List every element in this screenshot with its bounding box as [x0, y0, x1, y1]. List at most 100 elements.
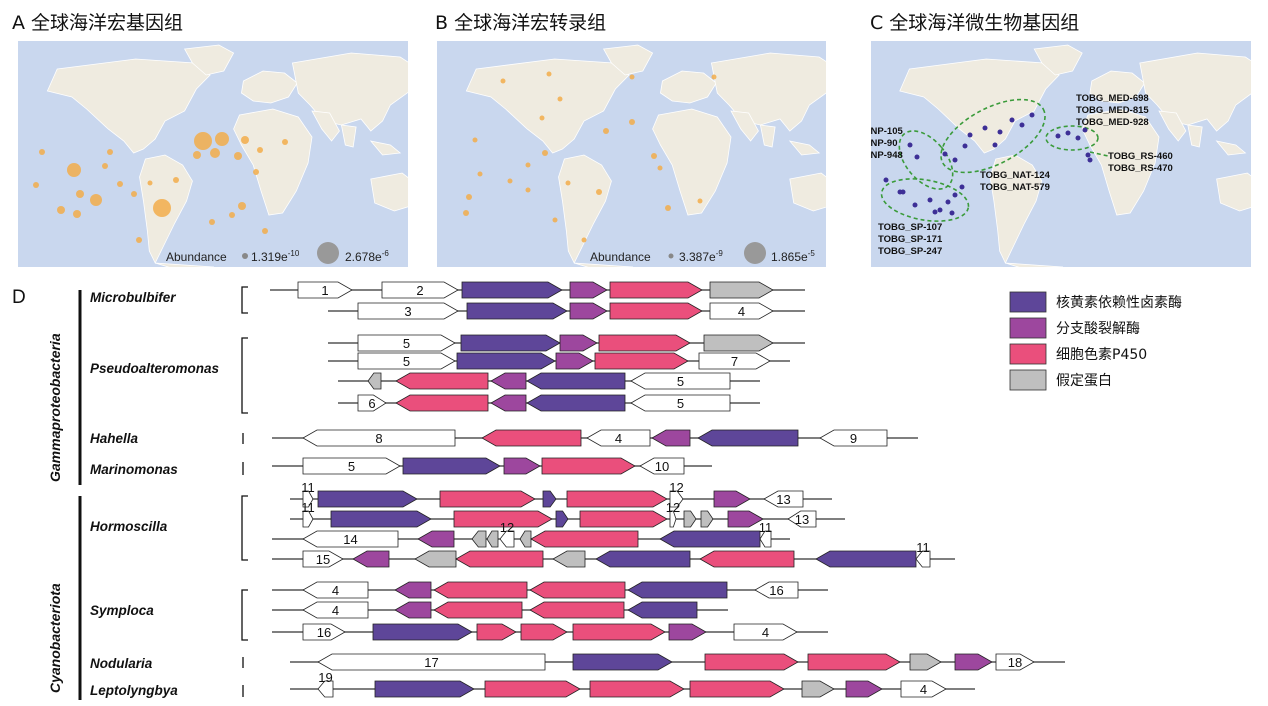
abundance-dots-b [463, 71, 717, 243]
site-label: TOBG_NAT-124 [980, 170, 1051, 181]
gene-number: 15 [316, 552, 330, 567]
gene-arrow [317, 680, 334, 698]
gene-arrow [609, 281, 703, 299]
gene-arrow [490, 372, 527, 390]
gene-number: 4 [615, 431, 622, 446]
legend-label: 细胞色素P450 [1056, 346, 1147, 363]
abundance-min-b: 3.387e-9 [679, 249, 723, 264]
gene-arrow [807, 653, 901, 671]
gene-number: 6 [368, 396, 375, 411]
abundance-label-a: Abundance [166, 250, 227, 264]
gene-arrow [357, 352, 456, 370]
gene-arrow [297, 281, 353, 299]
gene-number: 11 [301, 480, 315, 495]
abundance-label-b: Abundance [590, 250, 651, 264]
gene-number: 1 [321, 283, 328, 298]
site-label: TOBG_RS-470 [1108, 163, 1173, 174]
gene-number: 5 [677, 374, 684, 389]
gene-arrow [372, 623, 473, 641]
site-label: TOBG_MED-928 [1076, 117, 1149, 128]
gene-arrow [461, 281, 563, 299]
gene-arrow [651, 429, 691, 447]
site-label: TOBG_RS-460 [1108, 151, 1173, 162]
gene-arrow [302, 530, 399, 548]
gene-arrow [759, 530, 772, 548]
gene-arrow [456, 352, 556, 370]
gene-arrow [455, 550, 544, 568]
gene-arrow [572, 623, 666, 641]
site-label: TOBG_NP-948 [838, 150, 903, 161]
panel-c-title: C 全球海洋微生物基因组 [870, 12, 1079, 34]
legend-label: 分支酸裂解酶 [1056, 321, 1140, 337]
gene-arrow [302, 581, 369, 599]
site-label: TOBG_MED-698 [1076, 93, 1149, 104]
gene-number: 8 [375, 431, 382, 446]
site-label: TOBG_MED-815 [1076, 105, 1149, 116]
gene-number: 17 [424, 655, 438, 670]
gene-arrow [819, 429, 888, 447]
gene-arrow [352, 550, 390, 568]
genus-label: Hormoscilla [90, 519, 168, 534]
genus-label: Marinomonas [90, 462, 178, 477]
genus-label: Pseudoalteromonas [90, 361, 220, 376]
gene-arrow [302, 490, 314, 508]
gene-number: 5 [348, 459, 355, 474]
abundance-dots-a [33, 132, 288, 243]
gene-arrow [709, 302, 774, 320]
gene-number: 11 [759, 520, 773, 535]
gene-arrow [703, 334, 774, 352]
gene-arrow [713, 490, 751, 508]
gene-arrow [530, 530, 639, 548]
gene-arrow [815, 550, 917, 568]
genus-label: Symploca [90, 603, 154, 618]
site-label: TOBG_SP-171 [878, 234, 943, 245]
genus-label: Hahella [90, 431, 139, 446]
gene-arrow [555, 510, 569, 528]
gene-arrow [519, 530, 532, 548]
genus-label: Nodularia [90, 656, 153, 671]
gene-number: 14 [343, 532, 357, 547]
gene-arrow [763, 490, 804, 508]
gene-arrow [709, 281, 774, 299]
gene-arrow [754, 581, 799, 599]
gene-arrow [697, 429, 799, 447]
gene-arrow [302, 457, 401, 475]
gene-arrow [954, 653, 993, 671]
gene-arrow [417, 530, 455, 548]
gene-number: 13 [795, 512, 809, 527]
gene-arrow [995, 653, 1035, 671]
gene-number: 5 [403, 336, 410, 351]
gene-arrow [394, 581, 432, 599]
gene-arrow [486, 530, 499, 548]
gene-number: 9 [850, 431, 857, 446]
gene-arrow [627, 601, 698, 619]
gene-arrow [503, 457, 541, 475]
genus-label: Microbulbifer [90, 290, 176, 305]
gene-arrow [569, 302, 608, 320]
gene-arrow [402, 457, 501, 475]
gene-arrow [471, 530, 487, 548]
gene-arrow [526, 394, 626, 412]
phylum-cyano: Cyanobacteriota [47, 583, 63, 693]
gene-arrow [915, 550, 931, 568]
gene-arrow [569, 281, 608, 299]
gene-number: 12 [666, 500, 680, 515]
gene-arrow [700, 510, 714, 528]
gene-arrow [630, 372, 731, 390]
gene-arrow [476, 623, 517, 641]
gene-number: 4 [738, 304, 745, 319]
gene-arrow [381, 281, 459, 299]
panel-a-title: A 全球海洋宏基因组 [12, 12, 183, 34]
gene-arrow [490, 394, 527, 412]
gene-arrow [481, 429, 582, 447]
gene-arrow [699, 550, 795, 568]
gene-number: 4 [332, 603, 339, 618]
gene-arrow [586, 429, 651, 447]
gene-arrow [689, 680, 785, 698]
gene-arrow [627, 581, 728, 599]
gene-number: 12 [500, 520, 514, 535]
phylum-gamma: Gammaproteobacteria [47, 333, 63, 482]
gene-number: 19 [318, 670, 332, 685]
gene-arrow [668, 623, 707, 641]
